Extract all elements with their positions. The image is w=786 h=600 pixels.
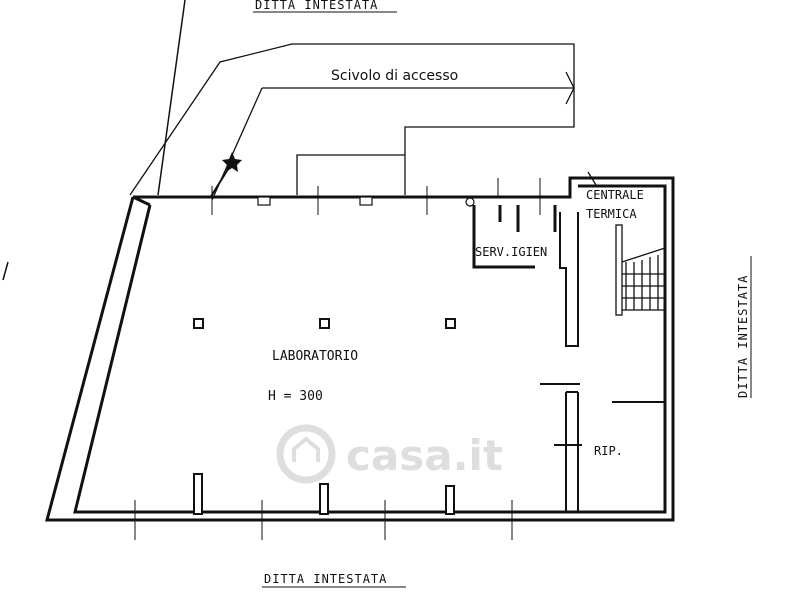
interior-columns [193, 318, 456, 329]
window-ticks-bottom [134, 500, 513, 540]
storage-label: RIP. [594, 444, 623, 458]
boiler-room-label-line2: TERMICA [586, 207, 637, 221]
restroom-walls [472, 205, 557, 269]
height-label: H = 300 [268, 389, 323, 404]
window-ticks-top [211, 178, 541, 215]
ramp-label: Scivolo di accesso [331, 68, 458, 84]
watermark-text: casa.it [346, 431, 503, 480]
entrance-star-icon [222, 152, 242, 172]
neighbor-label-right: DITTA INTESTATA [736, 275, 750, 398]
top-wall-openings [257, 196, 475, 207]
boiler-room-label-line1: CENTRALE [586, 188, 644, 202]
watermark: casa.it [276, 424, 503, 484]
watermark-logo-icon [276, 424, 336, 484]
partition-walls [540, 212, 665, 512]
neighbor-label-top: DITTA INTESTATA [255, 0, 378, 12]
stairs [615, 224, 666, 316]
boundary-line-top-left [157, 0, 186, 196]
outer-walls [45, 176, 675, 522]
boundary-line-left-tick [2, 261, 9, 281]
neighbor-label-bottom: DITTA INTESTATA [264, 572, 387, 586]
boiler-room-marker [587, 171, 597, 186]
ramp-outline [129, 43, 575, 201]
restrooms-label: SERV.IGIEN [475, 245, 547, 259]
bottom-pillars [193, 473, 455, 515]
entrance-pointer [209, 165, 231, 199]
lab-label: LABORATORIO [272, 349, 358, 364]
